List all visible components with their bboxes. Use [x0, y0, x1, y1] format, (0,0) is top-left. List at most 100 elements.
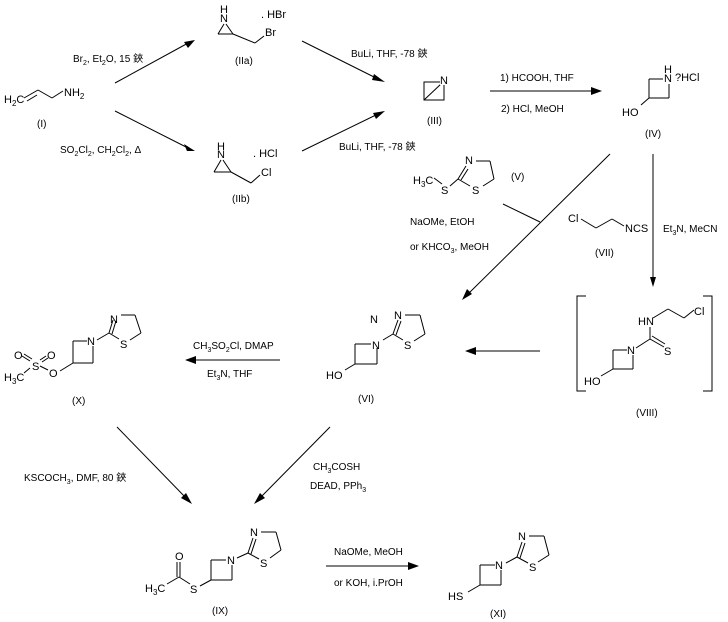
atom-h3c: H3C	[4, 372, 24, 386]
atom-s: S	[404, 340, 411, 352]
compound-label-X: (X)	[72, 396, 85, 407]
atom-n: N	[664, 73, 672, 85]
condition-VI-to-X-1: CH3SO2Cl, DMAP	[193, 341, 274, 354]
arrow-X-to-IX	[116, 426, 189, 501]
compound-label-IIa: (IIa)	[235, 56, 253, 67]
bond	[423, 83, 442, 101]
atom-ncs: NCS	[625, 223, 648, 235]
bond	[250, 174, 261, 184]
compound-IIa: H N Br . HBr (IIa)	[217, 4, 286, 67]
atom-s: S	[441, 185, 448, 197]
atom-n: N	[87, 336, 95, 348]
bond	[392, 333, 404, 341]
atom-n: N	[217, 149, 225, 161]
compound-label-IV: (IV)	[645, 129, 661, 140]
arrow-VI-to-IX	[257, 426, 331, 501]
bond	[247, 537, 254, 554]
arrowhead	[408, 562, 419, 570]
bond	[96, 332, 110, 341]
salt-hbr: . HBr	[261, 9, 286, 21]
bond	[457, 178, 471, 187]
bond	[649, 338, 665, 348]
compound-VI: N N HO N S (VI)	[326, 310, 426, 405]
compound-label-VIII: (VIII)	[636, 408, 658, 419]
condition-IV-V-to-VI-2: or KHCO3, MeOH	[410, 242, 489, 255]
atom-n: N	[465, 155, 473, 167]
condition-X-to-IX: KSCOCH3, DMF, 80 鋏	[24, 471, 126, 486]
arrowhead	[650, 277, 656, 287]
bond	[39, 365, 49, 371]
bond	[108, 319, 114, 334]
bracket-left	[576, 295, 586, 392]
condition-IX-to-XI-2: or KOH, i.PrOH	[334, 578, 403, 589]
bond	[230, 171, 252, 184]
compound-IIb: H N Cl . HCl (IIb)	[213, 141, 277, 205]
atom-ho: HO	[584, 376, 601, 388]
bond	[225, 23, 234, 35]
compound-label-XI: (XI)	[490, 609, 506, 620]
salt-hcl: ?HCl	[675, 72, 699, 84]
atom-n: N	[440, 75, 448, 87]
bond	[413, 333, 426, 342]
bond	[467, 584, 481, 593]
compound-VII: Cl NCS (VII)	[568, 213, 648, 259]
arrowhead	[465, 347, 476, 355]
compound-IX: O H3C S N N S (IX)	[145, 527, 282, 617]
condition-VI-to-X-2: Et3N, THF	[207, 369, 252, 382]
bond	[652, 308, 669, 319]
bond	[23, 353, 33, 360]
atom-s: S	[472, 185, 479, 197]
bond	[537, 554, 550, 563]
compound-label-V: (V)	[511, 172, 524, 183]
bond	[26, 94, 38, 102]
atom-s: S	[32, 361, 39, 373]
bond	[222, 159, 232, 173]
atom-o: O	[49, 368, 58, 380]
bond	[111, 320, 117, 335]
bond	[129, 332, 142, 341]
atom-s: S	[664, 346, 671, 358]
atom-h3c: H3C	[413, 175, 433, 189]
atom-hs: HS	[448, 591, 463, 603]
bond	[683, 309, 695, 319]
bond	[217, 23, 225, 35]
bond	[134, 314, 142, 334]
compound-label-IIb: (IIb)	[232, 194, 250, 205]
bond	[250, 538, 257, 555]
bond	[213, 159, 222, 173]
bond	[482, 178, 495, 187]
atom-n: N	[250, 527, 258, 539]
bond	[382, 333, 394, 341]
atom-o: O	[47, 350, 56, 362]
bond	[51, 90, 64, 99]
arrow-IIb-to-III	[301, 112, 381, 152]
bond	[178, 576, 191, 585]
atom-h: H	[217, 141, 225, 153]
bond	[344, 363, 356, 371]
atom-ho: HO	[326, 370, 343, 382]
bond	[505, 556, 518, 564]
arrowhead	[181, 493, 192, 504]
arrowhead	[373, 111, 385, 119]
bond	[457, 165, 467, 180]
bond	[59, 362, 74, 372]
atom-o: O	[14, 350, 23, 362]
atom-o: O	[175, 551, 184, 563]
condition-I-to-IIb: SO2Cl2, CH2Cl2, Δ	[60, 145, 142, 158]
compound-V: H3C S N S (V)	[413, 155, 524, 197]
atom-s: S	[190, 584, 197, 596]
compound-label-VII: (VII)	[595, 248, 614, 259]
arrowhead	[591, 87, 602, 95]
reagent-V-joining-line	[502, 203, 541, 223]
bond	[108, 332, 120, 340]
atom-n: N	[394, 310, 402, 322]
condition-IX-to-XI-1: NaOMe, MeOH	[334, 547, 403, 558]
atom-cl: Cl	[694, 306, 704, 318]
arrow-IIa-to-III	[301, 40, 381, 81]
compound-IV: H N HO ?HCl (IV)	[622, 64, 699, 140]
arrowhead	[254, 493, 265, 504]
bond	[254, 35, 265, 44]
atom-n: N	[518, 531, 526, 543]
atom-s: S	[529, 562, 536, 574]
